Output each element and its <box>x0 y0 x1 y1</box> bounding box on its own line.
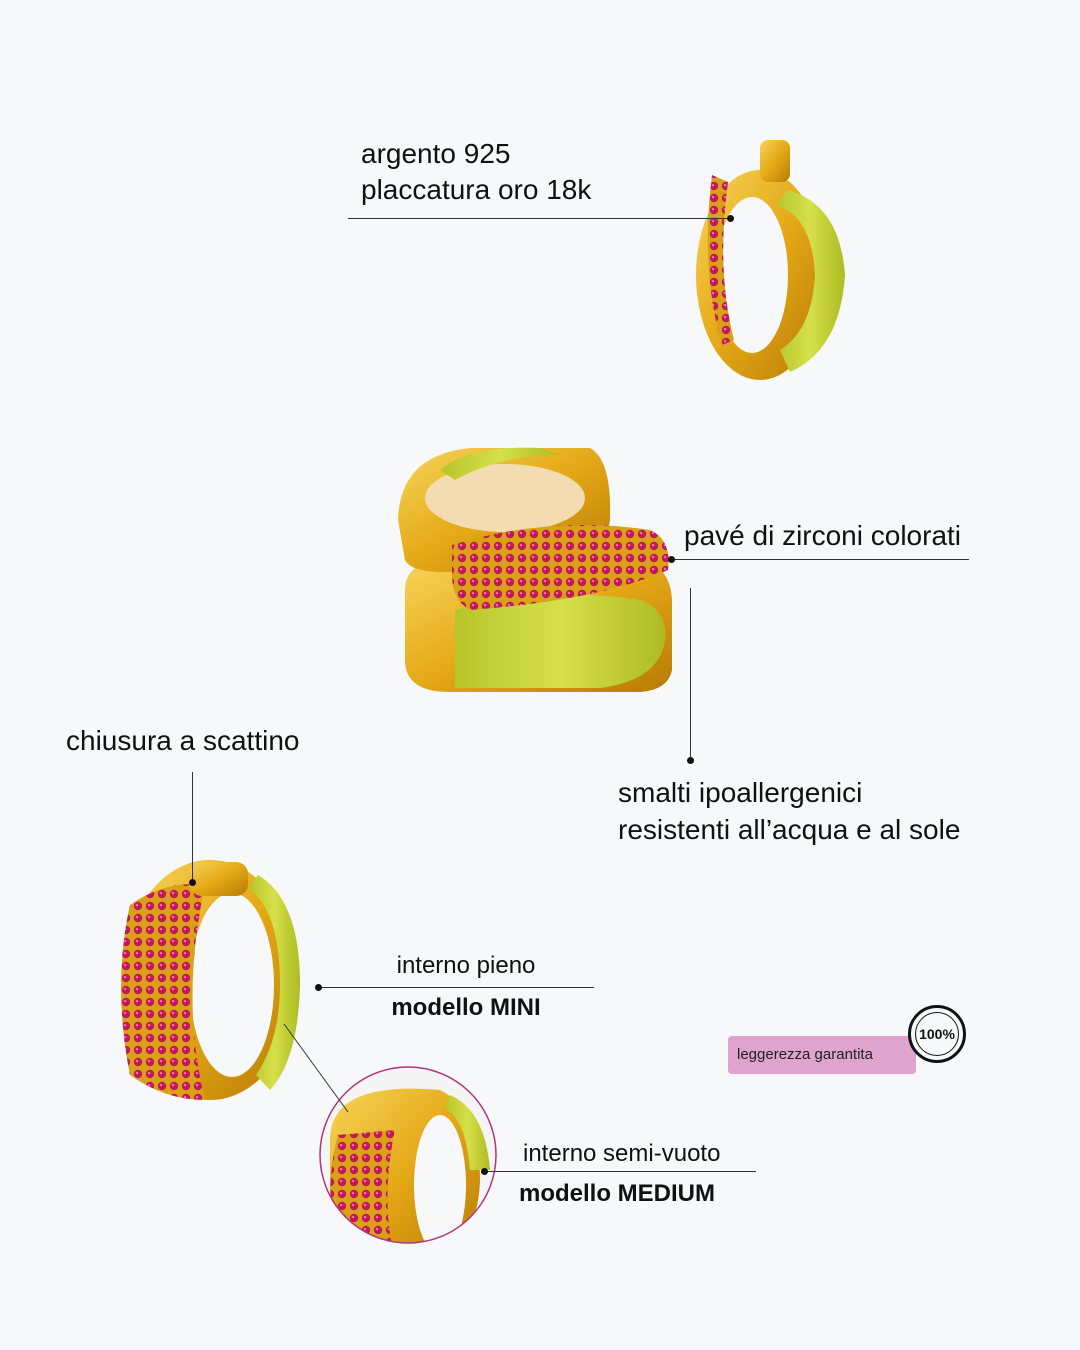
enamel-label-line2: resistenti all’acqua e al sole <box>618 814 961 845</box>
top-hoop-earring <box>696 140 845 380</box>
mini-leader-line <box>318 987 594 988</box>
metal-leader-line <box>348 218 730 219</box>
lightness-badge-pill <box>728 1036 916 1074</box>
mini-leader-dot <box>315 984 322 991</box>
medium-model-wrapper: modello MEDIUM <box>519 1176 715 1212</box>
clasp-label: chiusura a scattino <box>66 725 300 756</box>
clasp-leader-dot <box>189 879 196 886</box>
pave-label: pavé di zirconi colorati <box>684 520 962 551</box>
mini-to-zoom-connector <box>283 1023 349 1113</box>
mini-model-wrapper: modello MINI <box>340 990 592 1026</box>
metal-label-line2: placcatura oro 18k <box>361 174 592 205</box>
metal-label-line1: argento 925 <box>361 138 511 169</box>
mini-interior-label: interno pieno <box>396 952 536 979</box>
percent-badge-circle: 100% <box>908 1005 966 1063</box>
metal-leader-dot <box>727 215 734 222</box>
medium-leader-line <box>484 1171 756 1172</box>
medium-detail-zoom <box>319 1066 497 1244</box>
medium-interior-label: interno semi-vuoto <box>523 1140 721 1167</box>
enamel-leader-line <box>690 588 691 760</box>
pave-leader-dot <box>668 556 675 563</box>
stacked-hoops-earrings <box>398 447 672 692</box>
mini-hoop-earring <box>121 860 300 1100</box>
enamel-label-line1: smalti ipoallergenici <box>618 777 863 808</box>
medium-leader-dot <box>481 1168 488 1175</box>
lightness-badge-text: leggerezza garantita <box>737 1046 873 1063</box>
medium-model-label: modello MEDIUM <box>519 1180 715 1207</box>
pave-leader-line <box>672 559 969 560</box>
percent-badge-value: 100% <box>915 1012 959 1056</box>
clasp-leader-line <box>192 772 193 882</box>
mini-model-label: modello MINI <box>391 994 541 1021</box>
enamel-leader-dot <box>687 757 694 764</box>
